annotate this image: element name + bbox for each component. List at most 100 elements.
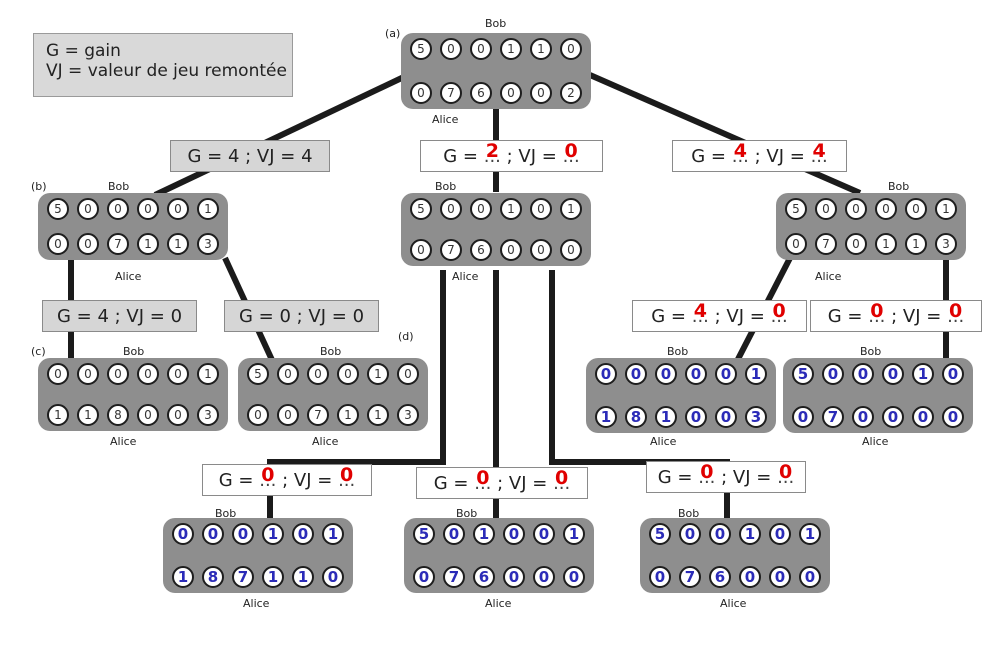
bob-pit-4: 1 [500,198,522,220]
alice-pit-3: 0 [845,233,867,255]
player-label-alice: Alice [115,270,142,283]
alice-pit-2: 7 [440,82,462,104]
alice-pit-6: 3 [397,404,419,426]
player-label-bob: Bob [456,507,478,520]
player-label-bob: Bob [320,345,342,358]
alice-pit-4: 0 [500,239,522,261]
game-value-answer: 0 [564,139,578,162]
bob-pit-3: 0 [307,363,329,385]
bob-pit-2: 0 [679,523,701,545]
player-label-alice: Alice [110,435,137,448]
alice-pit-4: 0 [137,404,159,426]
gain-filled: ...0 [868,300,886,327]
gain-filled: ...4 [732,140,749,167]
bob-pit-3: 0 [107,198,129,220]
alice-pit-4: 1 [262,566,284,588]
game-value-answer: 0 [772,299,786,322]
game-value-value: 0 [352,305,365,327]
bob-pit-2: 0 [822,363,844,385]
alice-pit-1: 1 [47,404,69,426]
bob-pit-2: 0 [440,38,462,60]
alice-pit-2: 0 [277,404,299,426]
node-label-d: (d) [398,330,414,343]
edge-label-e8: G = ...0 ; VJ = ...0 [202,464,372,496]
player-label-bob: Bob [435,180,457,193]
bob-pit-2: 0 [277,363,299,385]
legend-game-value: VJ = valeur de jeu remontée [46,61,287,81]
alice-pit-3: 0 [852,406,874,428]
alice-pit-1: 0 [247,404,269,426]
placeholder-dots: ... [868,305,886,327]
alice-pit-4: 0 [685,406,707,428]
alice-pit-6: 2 [560,82,582,104]
game-value-value: 0 [170,305,183,327]
bob-pit-5: 0 [167,198,189,220]
alice-pit-5: 0 [533,566,555,588]
alice-pit-5: 0 [530,82,552,104]
bob-pit-4: 0 [503,523,525,545]
alice-pit-1: 1 [595,406,617,428]
bob-pit-5: 0 [769,523,791,545]
alice-pit-3: 7 [232,566,254,588]
alice-pit-2: 7 [815,233,837,255]
bob-pit-1: 5 [247,363,269,385]
bob-pit-4: 0 [882,363,904,385]
bob-pit-2: 0 [625,363,647,385]
bob-pit-1: 5 [792,363,814,385]
bob-pit-5: 0 [715,363,737,385]
alice-pit-5: 1 [905,233,927,255]
alice-pit-2: 7 [440,239,462,261]
edge-a-r [588,72,862,196]
gain-value: 4 [227,145,240,167]
game-value-filled: ...0 [563,140,580,167]
gain-answer: 4 [733,139,747,162]
alice-pit-2: 7 [443,566,465,588]
edge-label-e3: G = ...4 ; VJ = ...4 [672,140,847,172]
node-label-c: (c) [31,345,46,358]
game-value-answer: 0 [949,299,963,322]
player-label-alice: Alice [815,270,842,283]
alice-pit-4: 1 [137,233,159,255]
alice-pit-2: 1 [77,404,99,426]
bob-pit-3: 0 [852,363,874,385]
bob-pit-3: 0 [845,198,867,220]
edge-label-e10: G = ...0 ; VJ = ...0 [646,461,806,493]
placeholder-dots: ... [338,469,356,491]
bob-pit-5: 1 [912,363,934,385]
bob-pit-4: 0 [137,198,159,220]
bob-pit-4: 0 [137,363,159,385]
bob-pit-2: 0 [440,198,462,220]
alice-pit-2: 0 [77,233,99,255]
alice-pit-2: 8 [202,566,224,588]
node-label-a: (a) [385,27,401,40]
game-value-filled: ...4 [811,140,828,167]
bob-pit-6: 0 [397,363,419,385]
alice-pit-3: 7 [107,233,129,255]
gain-filled: ...0 [259,464,276,491]
edge-a-b [153,72,410,198]
bob-pit-2: 0 [815,198,837,220]
player-label-alice: Alice [720,597,747,610]
alice-pit-3: 1 [655,406,677,428]
bob-pit-5: 1 [530,38,552,60]
game-value-answer: 0 [779,460,793,483]
edge-label-e1: G = 4 ; VJ = 4 [170,140,330,172]
placeholder-dots: ... [947,305,965,327]
bob-pit-6: 1 [799,523,821,545]
game-value-filled: ...0 [947,300,965,327]
placeholder-dots: ... [474,472,492,494]
bob-pit-1: 5 [47,198,69,220]
bob-pit-1: 0 [47,363,69,385]
game-value-filled: ...0 [553,467,570,494]
gain-filled: ...0 [698,461,715,488]
bob-pit-2: 0 [77,363,99,385]
edge-label-e2: G = ...2 ; VJ = ...0 [420,140,603,172]
gain-answer: 0 [870,299,884,322]
